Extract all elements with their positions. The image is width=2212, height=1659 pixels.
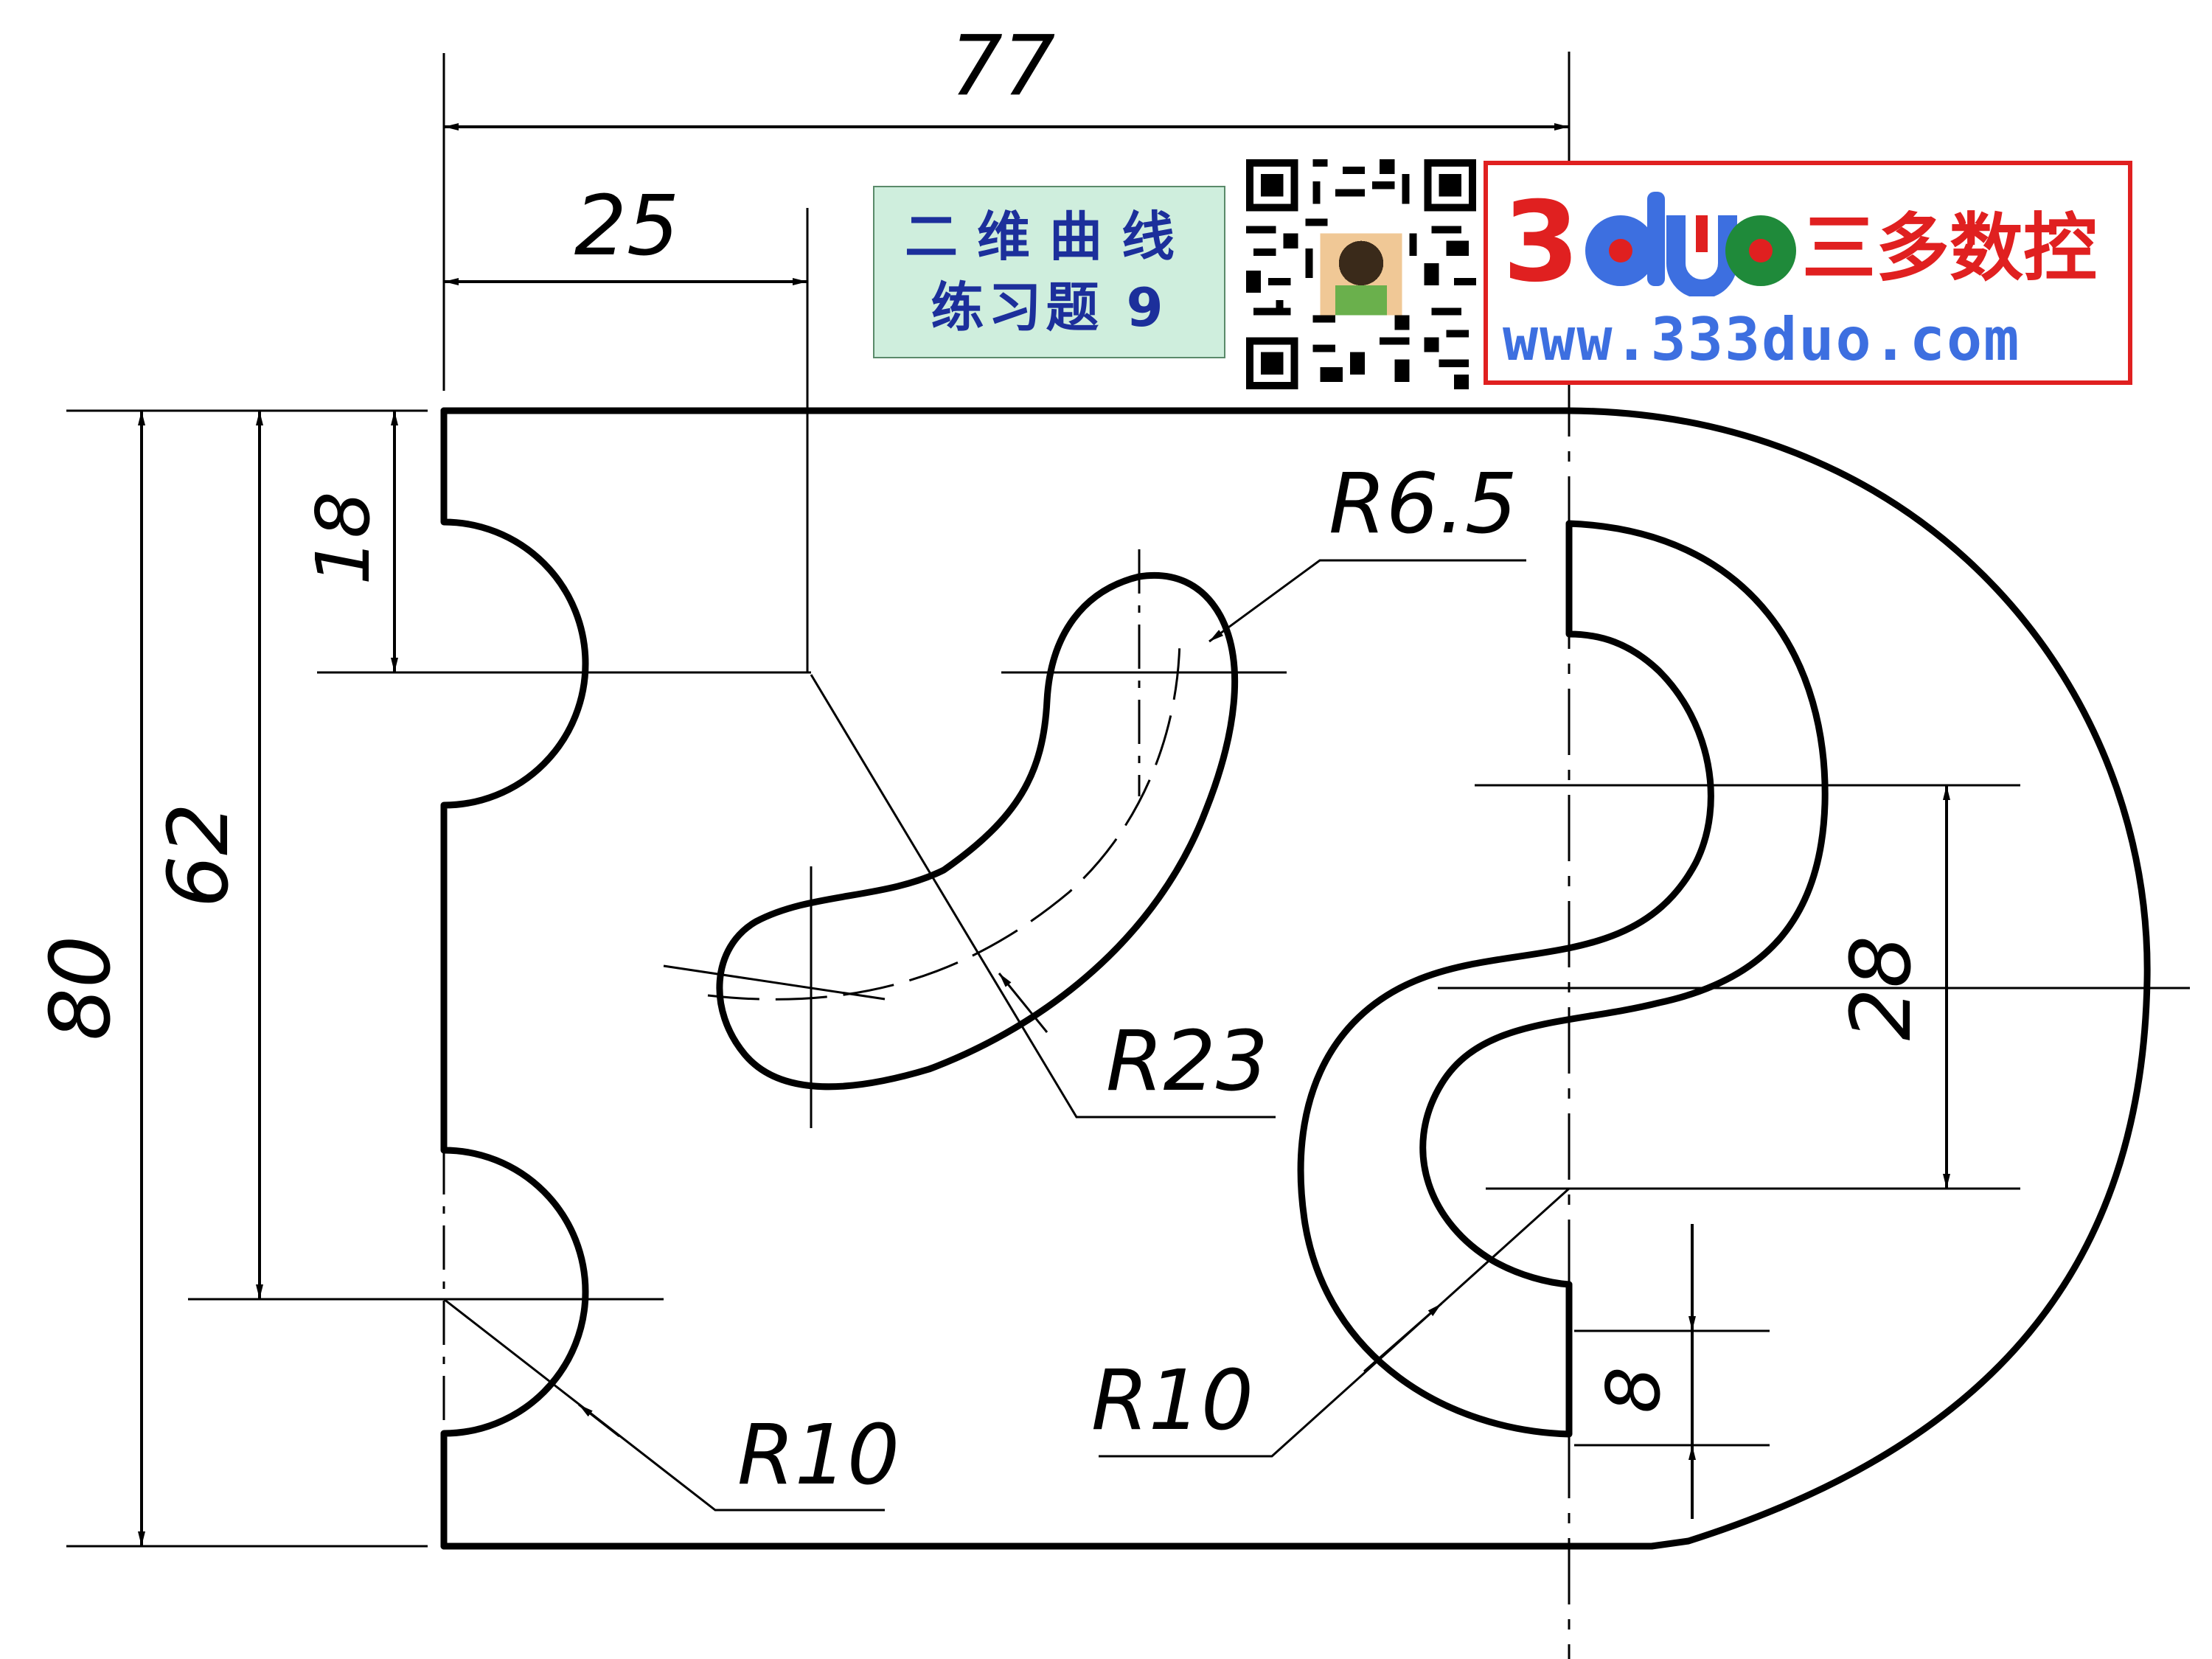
brand-name: 三多数控 [1802,204,2097,291]
dim-r23: R23 [1106,1014,1268,1110]
dim-r6-5: R6.5 [1329,456,1517,552]
title-line-1: 二维曲线 [904,206,1194,268]
brand-url[interactable]: www.333duo.com [1503,305,2021,374]
exercise-title-box: 二维曲线 练习题 9 [873,186,1225,358]
part-outline [440,407,2151,1550]
dim-28: 28 [1834,936,1930,1041]
dimension-lines [138,123,1950,1546]
dim-77: 77 [950,18,1056,114]
brand-logo-box: 3 三多数控 www.333duo.com [1484,161,2132,385]
svg-text:3: 3 [1503,186,1579,296]
leader-lines [443,559,1571,1512]
dim-r10-notch: R10 [737,1408,900,1503]
title-line-2: 练习题 9 [931,276,1168,338]
dim-80: 80 [33,936,129,1041]
3duo-logo-icon: 3 [1503,186,1796,296]
dimension-texts: 77 25 80 62 18 R6.5 R23 R10 R10 28 8 [33,18,1930,1503]
dim-8: 8 [1590,1366,1677,1413]
dim-62: 62 [151,803,247,908]
qr-code-icon [1246,159,1476,389]
dim-r10-hook: R10 [1091,1353,1253,1449]
dim-18: 18 [300,491,386,585]
dim-25: 25 [574,178,680,274]
